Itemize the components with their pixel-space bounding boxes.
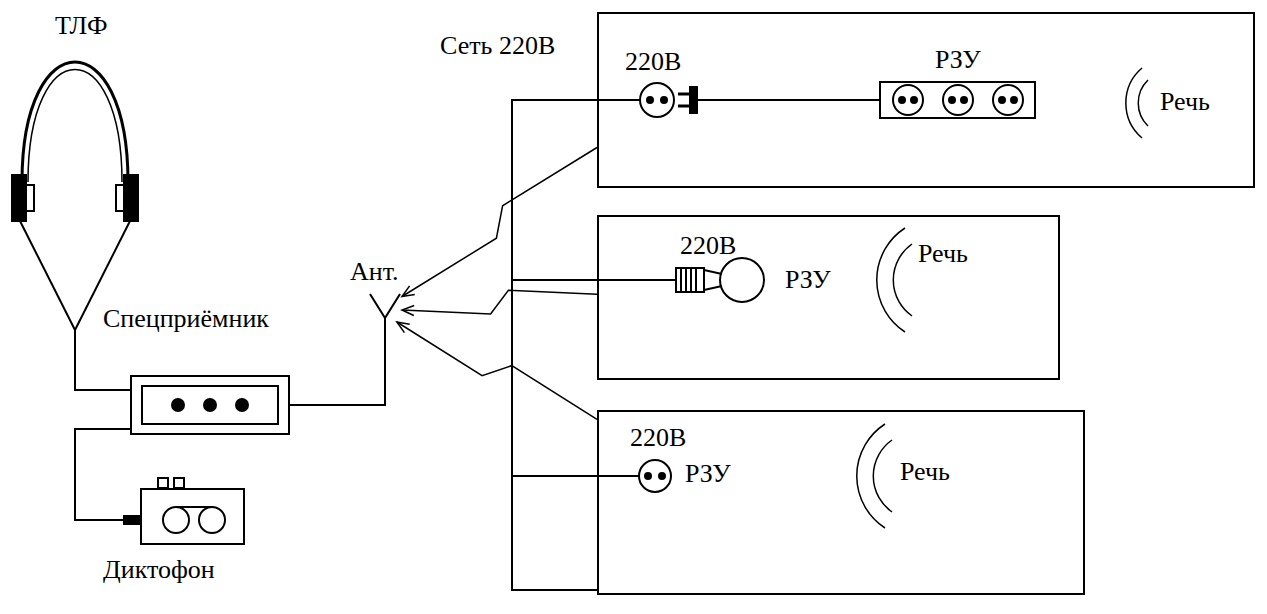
label-holder: РЗУ: [685, 460, 731, 489]
node-label: Диктофон: [103, 556, 215, 585]
node-label: РЗУ: [685, 460, 731, 489]
radio-link-arrow: [397, 322, 597, 419]
label-holder: Ант.: [350, 258, 399, 287]
radio-link-arrow: [402, 148, 597, 297]
signal-cable: [75, 429, 140, 520]
connector-line: [397, 322, 597, 419]
node-label: РЗУ: [935, 46, 981, 75]
node-label: 220В: [630, 424, 686, 453]
receiver-panel: [142, 386, 278, 424]
label-holder: Диктофон: [103, 556, 215, 585]
arrow-head: [402, 306, 414, 316]
signal-cable: [290, 322, 385, 405]
label-holder: 220В: [630, 424, 686, 453]
label-holder: РЗУ: [785, 266, 831, 295]
node-label: Речь: [918, 240, 968, 269]
label-holder: РЗУ: [935, 46, 981, 75]
label-holder: 220В: [625, 48, 681, 77]
connector-line: [75, 429, 140, 520]
power-strip: [880, 82, 1035, 118]
node-label: ТЛФ: [55, 12, 107, 41]
room-box: 220В РЗУ Речь: [597, 410, 1085, 595]
socket-symbol: [639, 460, 671, 492]
node-label: Сеть 220В: [440, 32, 555, 61]
node-label: 220В: [680, 232, 736, 261]
headphones-node: ТЛФ: [10, 10, 145, 330]
node-label: 220В: [625, 48, 681, 77]
plug-symbol: [678, 87, 880, 113]
bulb-symbol: [676, 258, 764, 302]
room-box: Сеть 220В220ВРЗУРечь: [597, 12, 1255, 188]
label-holder: ТЛФ: [55, 12, 107, 41]
speech-waves: [877, 228, 912, 332]
node-label: Речь: [1160, 88, 1210, 117]
connector-line: [402, 148, 597, 297]
signal-cable: [75, 330, 130, 390]
connector-line: [75, 330, 130, 390]
arrow-head: [397, 322, 410, 333]
label-holder: Речь: [900, 458, 950, 487]
arrow-head: [402, 286, 415, 297]
speech-waves: [1126, 68, 1148, 138]
node-label: Спецприёмник: [103, 305, 269, 334]
dictaphone-box: Диктофон: [140, 488, 245, 545]
label-holder: Сеть 220В: [440, 32, 555, 61]
label-holder: Речь: [1160, 88, 1210, 117]
headphones-symbol: [12, 62, 138, 330]
node-label: Ант.: [350, 258, 399, 287]
connector-line: [290, 322, 385, 405]
socket-symbol: [640, 83, 674, 117]
antenna-node: Ант.: [368, 292, 402, 322]
antenna-symbol: [370, 294, 400, 322]
room-box: 220В РЗУ Речь: [597, 215, 1060, 380]
speech-waves: [857, 424, 892, 528]
mains-wire: [512, 100, 676, 590]
label-holder: Спецприёмник: [103, 305, 269, 334]
radio-link-arrow: [402, 290, 597, 315]
label-holder: Речь: [918, 240, 968, 269]
connector-line: [402, 290, 597, 314]
receiver-box: Спецприёмник: [130, 375, 290, 435]
node-label: Речь: [900, 458, 950, 487]
label-holder: 220В: [680, 232, 736, 261]
node-label: РЗУ: [785, 266, 831, 295]
